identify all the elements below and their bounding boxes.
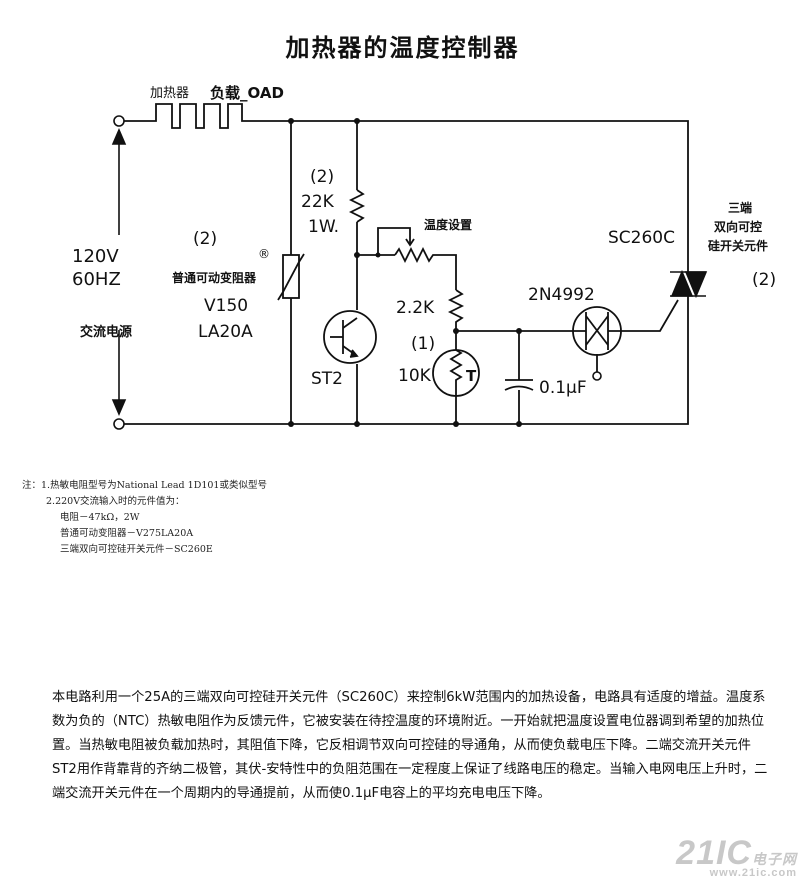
- top-rail-wire: [124, 103, 689, 272]
- note-line-1: 注：1.热敏电阻型号为National Lead 1D101或类似型号: [22, 480, 267, 491]
- description-paragraph: 本电路利用一个25A的三端双向可控硅开关元件（SC260C）来控制6kW范围内的…: [52, 686, 774, 806]
- label-triac-desc-1: 三端: [728, 200, 752, 215]
- label-load: 负载_OAD: [210, 84, 284, 102]
- watermark-sub: 电子网: [752, 851, 797, 867]
- diac-icon: [572, 306, 622, 356]
- resistor-2k2: [447, 289, 465, 340]
- diac-gate-terminal-icon: [592, 371, 602, 381]
- note-line-5: 三端双向可控硅开关元件－SC260E: [60, 544, 213, 555]
- label-varistor-mark: ®: [258, 247, 270, 261]
- label-resistor-power: 1W.: [308, 217, 339, 237]
- watermark-site: www.21ic.com: [709, 867, 797, 879]
- diagram-title: 加热器的温度控制器: [285, 34, 520, 62]
- potentiometer: [394, 246, 457, 290]
- terminal-bottom-icon: [113, 418, 125, 430]
- label-capacitor-value: 0.1μF: [539, 378, 587, 398]
- label-heater: 加热器: [150, 86, 189, 101]
- label-resistor-count: (2): [310, 167, 334, 187]
- bottom-rail-wire: [124, 296, 689, 425]
- label-varistor-name: 普通可动变阻器: [172, 270, 257, 285]
- st2-icon: [323, 310, 377, 364]
- label-varistor-model-1: V150: [204, 296, 248, 316]
- label-resistor-value: 22K: [301, 192, 335, 212]
- pot-wiper-wire: [377, 227, 411, 255]
- label-varistor-model-2: LA20A: [198, 322, 253, 342]
- label-source-freq: 60HZ: [72, 269, 121, 290]
- label-triac-desc-3: 硅开关元件: [708, 238, 768, 253]
- label-triac-count: (2): [752, 270, 776, 290]
- arrow-down-icon: [111, 399, 127, 417]
- label-source-voltage: 120V: [72, 246, 119, 267]
- label-thermistor-value: 10K: [398, 366, 432, 386]
- label-st2-name: ST2: [311, 369, 343, 389]
- label-triac-model: SC260C: [608, 228, 675, 248]
- label-pot-name: 温度设置: [424, 217, 472, 232]
- note-line-3: 电阻－47kΩ，2W: [60, 512, 140, 523]
- note-line-4: 普通可动变阻器－V275LA20A: [60, 528, 194, 539]
- label-thermistor-symbol: T: [466, 367, 477, 385]
- pot-wiper-arrow: [405, 238, 415, 247]
- label-source-name: 交流电源: [80, 324, 132, 340]
- notes-block: 注：1.热敏电阻型号为National Lead 1D101或类似型号 2.22…: [22, 478, 267, 558]
- diac-to-triac-wire: [620, 299, 679, 332]
- capacitor-plate-bottom: [504, 385, 534, 391]
- label-thermistor-count: (1): [411, 334, 435, 354]
- label-triac-desc-2: 双向可控: [714, 219, 762, 234]
- note-line-2: 2.220V交流输入时的元件值为：: [46, 496, 185, 507]
- watermark-logo: 21IC电子网 www.21ic.com: [676, 834, 797, 879]
- terminal-top-icon: [113, 115, 125, 127]
- circuit-schematic: 加热器 负载_OAD 120V 60HZ 交流电源 (2) ® 普通可动变阻器 …: [72, 84, 776, 430]
- resistor-22k: [348, 189, 366, 223]
- description-text: 本电路利用一个25A的三端双向可控硅开关元件（SC260C）来控制6kW范围内的…: [52, 690, 768, 801]
- thermistor-icon: [432, 349, 480, 397]
- triac-icon: [670, 269, 708, 299]
- label-r2-value: 2.2K: [396, 298, 435, 318]
- junction-dots: [288, 118, 522, 427]
- label-varistor-count: (2): [193, 229, 217, 249]
- watermark-brand: 21IC: [676, 834, 752, 872]
- varistor-icon: [277, 253, 305, 301]
- label-diac-model: 2N4992: [528, 285, 595, 305]
- arrow-up-icon: [111, 127, 127, 145]
